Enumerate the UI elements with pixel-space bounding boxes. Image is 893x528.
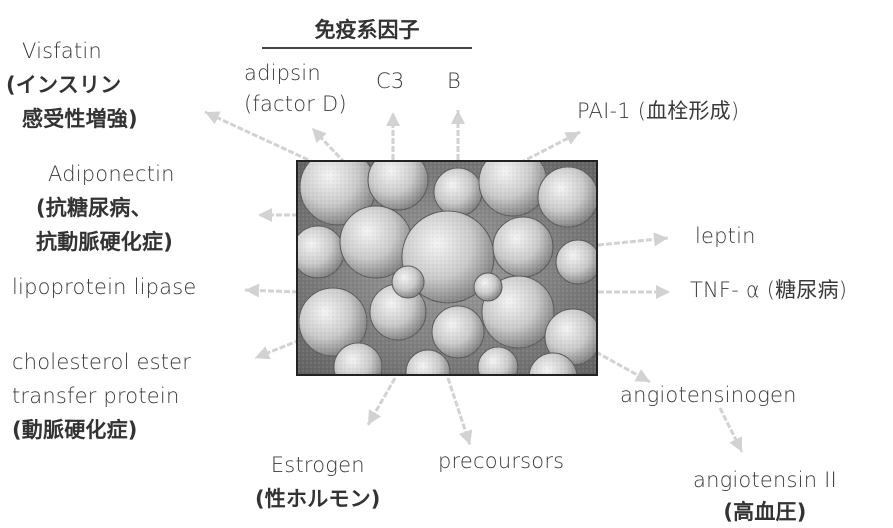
- label-adipsin-line1: adipsin: [244, 58, 347, 89]
- label-cetp: cholesterol ester transfer protein (動脈硬化…: [12, 345, 191, 447]
- label-visfatin-line3: 感受性増強): [6, 102, 138, 136]
- label-b: B: [447, 66, 461, 97]
- arrow-angiotensin-ii: [720, 408, 742, 452]
- arrow-b: [451, 110, 465, 160]
- arrow-tnf: [598, 285, 670, 299]
- arrow-leptin: [598, 232, 668, 246]
- arrow-estrogen: [368, 378, 395, 425]
- label-cetp-line1: cholesterol ester: [12, 345, 191, 379]
- label-cetp-line2: transfer protein: [12, 379, 191, 413]
- arrow-precoursors: [448, 378, 472, 445]
- label-angiotensin-ii-line1: angiotensin II: [693, 464, 837, 496]
- label-visfatin: Visfatin (インスリン 感受性増強): [6, 34, 138, 136]
- arrow-adipsin: [312, 128, 345, 163]
- arrow-c3: [386, 112, 400, 160]
- label-lipoprotein-lipase: lipoprotein lipase: [12, 272, 197, 303]
- label-cetp-line3: (動脈硬化症): [12, 413, 191, 447]
- label-leptin: leptin: [695, 221, 756, 252]
- label-tnf-alpha: TNF- α (糖尿病): [690, 275, 847, 306]
- arrow-adiponectin: [258, 208, 298, 222]
- label-adipsin-line2: (factor D): [244, 89, 347, 120]
- label-adiponectin-line3: 抗動脈硬化症): [36, 225, 175, 259]
- label-angiotensinogen: angiotensinogen: [620, 380, 797, 411]
- label-adiponectin-line1: Adiponectin: [36, 157, 175, 191]
- arrow-angiotensinogen: [596, 352, 650, 382]
- label-visfatin-line1: Visfatin: [6, 34, 138, 68]
- immune-factors-heading: 免疫系因子: [262, 14, 472, 49]
- label-angiotensin-ii: angiotensin II (高血圧): [693, 464, 837, 528]
- label-estrogen-line1: Estrogen: [255, 448, 381, 482]
- label-pai1: PAI-1 (血栓形成): [577, 96, 739, 127]
- label-adiponectin: Adiponectin (抗糖尿病、 抗動脈硬化症): [36, 157, 175, 259]
- adipocyte-micrograph: [296, 160, 598, 376]
- label-adiponectin-line2: (抗糖尿病、: [36, 191, 175, 225]
- label-precoursors: precoursors: [438, 446, 564, 477]
- arrow-pai1: [520, 132, 580, 163]
- label-c3: C3: [376, 66, 404, 97]
- label-estrogen: Estrogen (性ホルモン): [255, 448, 381, 516]
- arrow-lipase: [245, 284, 298, 298]
- arrow-cetp: [255, 340, 300, 359]
- label-visfatin-line2: (インスリン: [6, 68, 138, 102]
- label-estrogen-line2: (性ホルモン): [255, 482, 381, 516]
- adipocyte-cells: [298, 162, 596, 374]
- label-adipsin: adipsin (factor D): [244, 58, 347, 120]
- label-angiotensin-ii-line2: (高血圧): [693, 496, 837, 528]
